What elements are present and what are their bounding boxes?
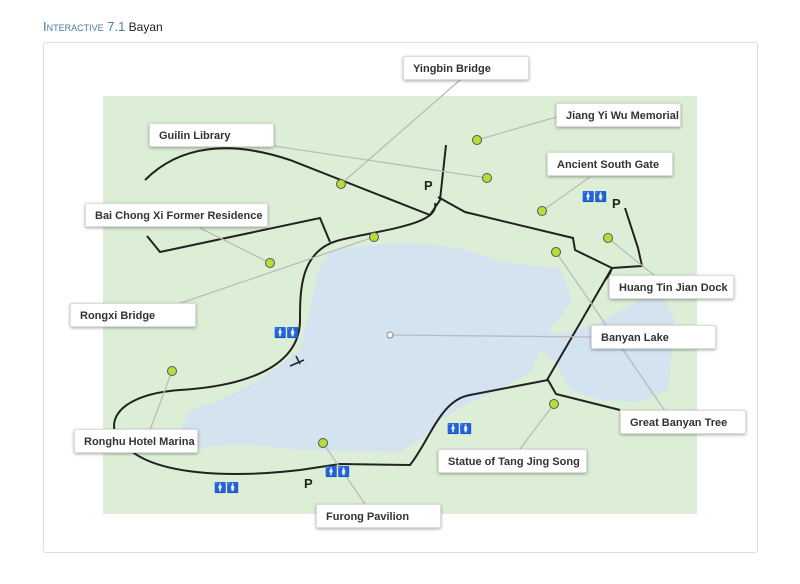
- restroom-icon: 🚹🚺: [274, 328, 299, 339]
- figure-caption: Interactive 7.1 Bayan: [43, 19, 163, 34]
- label-furong-pavilion[interactable]: Furong Pavilion: [316, 504, 441, 528]
- restroom-icon: 🚹🚺: [582, 192, 607, 203]
- parking-icon: P: [424, 178, 433, 193]
- caption-title: Bayan: [128, 20, 163, 34]
- caption-label: Interactive 7.1: [43, 19, 126, 34]
- roads: [113, 144, 644, 475]
- restroom-icon: 🚹🚺: [325, 467, 350, 478]
- label-rongxi-bridge[interactable]: Rongxi Bridge: [70, 303, 196, 327]
- label-ronghu-hotel-marina[interactable]: Ronghu Hotel Marina: [74, 429, 198, 453]
- label-banyan-lake[interactable]: Banyan Lake: [591, 325, 716, 349]
- parking-icon: P: [304, 476, 313, 491]
- poi-markers[interactable]: [167, 135, 613, 448]
- banyan-lake-water: [180, 243, 675, 452]
- label-huang-tin-jian-dock[interactable]: Huang Tin Jian Dock: [609, 275, 734, 299]
- map-frame: [43, 42, 758, 553]
- label-great-banyan-tree[interactable]: Great Banyan Tree: [620, 410, 746, 434]
- label-yingbin-bridge[interactable]: Yingbin Bridge: [403, 56, 529, 80]
- label-bai-chong-xi-former-residence[interactable]: Bai Chong Xi Former Residence: [85, 203, 268, 227]
- label-guilin-library[interactable]: Guilin Library: [149, 123, 274, 147]
- label-jiang-yi-wu-memorial[interactable]: Jiang Yi Wu Memorial: [556, 103, 681, 127]
- boat-icon: [289, 355, 305, 367]
- label-ancient-south-gate[interactable]: Ancient South Gate: [547, 152, 673, 176]
- parking-icon: P: [612, 196, 621, 211]
- restroom-icon: 🚹🚺: [214, 483, 239, 494]
- restroom-icon: 🚹🚺: [447, 424, 472, 435]
- label-statue-of-tang-jing-song[interactable]: Statue of Tang Jing Song: [438, 449, 587, 473]
